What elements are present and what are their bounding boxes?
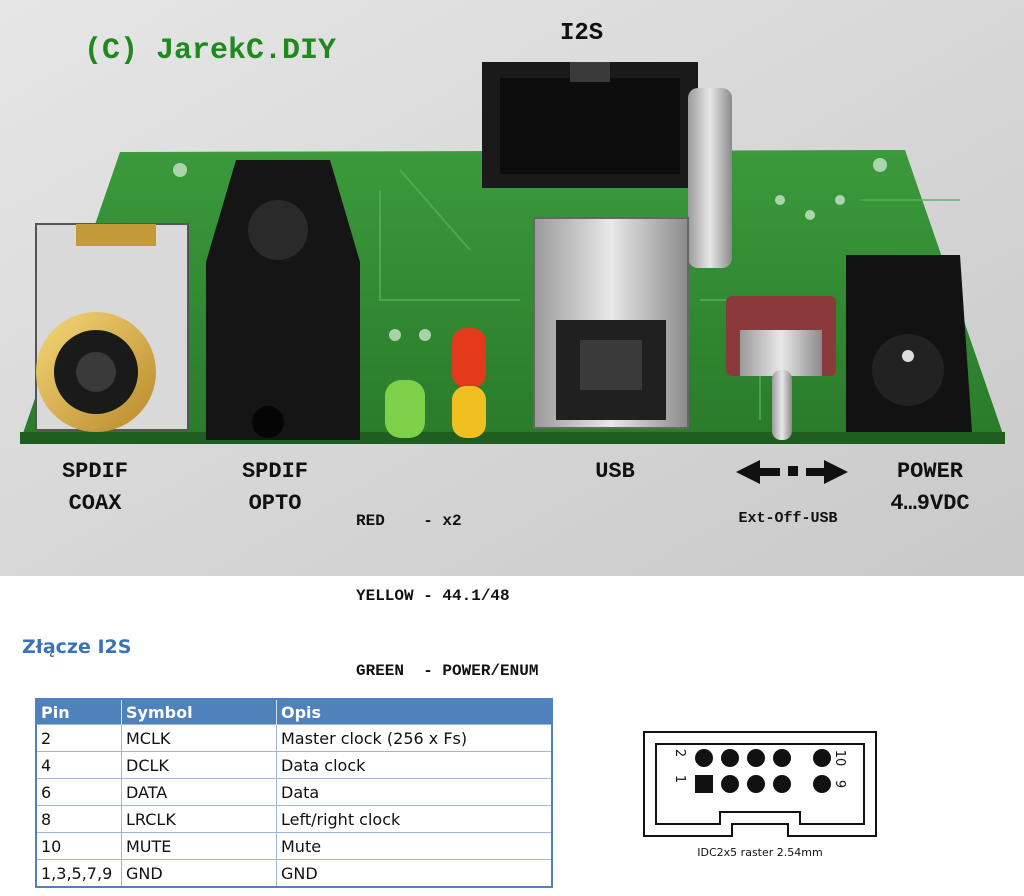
i2s-header — [482, 62, 698, 188]
spdif-opto-jack — [206, 160, 360, 440]
toggle-switch — [726, 296, 836, 440]
pin-cell: 1,3,5,7,9 — [36, 859, 122, 887]
section-title: Złącze I2S — [22, 636, 132, 658]
pin-cell: 2 — [36, 724, 122, 752]
pin-cell: 6 — [36, 778, 122, 806]
pin-10 — [813, 749, 831, 767]
table-row: 8 LRCLK Left/right clock — [36, 805, 553, 833]
power-label-line1: POWER — [896, 459, 963, 484]
table-row: 10 MUTE Mute — [36, 832, 553, 860]
symbol-cell: GND — [121, 859, 277, 887]
led-legend-red: RED - x2 — [356, 512, 462, 530]
spdif-coax-label: SPDIF COAX — [40, 456, 150, 520]
symbol-cell: MUTE — [121, 832, 277, 860]
symbol-cell: LRCLK — [121, 805, 277, 833]
pin-2 — [695, 749, 713, 767]
copyright-text: (C) JarekC.DIY — [84, 34, 337, 68]
description-cell: Mute — [276, 832, 553, 860]
pin-label-1: 1 — [672, 775, 687, 783]
pin-cell: 10 — [36, 832, 122, 860]
led-legend: RED - x2 YELLOW - 44.1/48 GREEN - POWER/… — [356, 459, 538, 709]
symbol-cell: DCLK — [121, 751, 277, 779]
description-cell: Data — [276, 778, 553, 806]
idc-connector-diagram: 2 10 1 9 — [643, 731, 877, 837]
power-jack — [846, 255, 972, 432]
pin-cell: 8 — [36, 805, 122, 833]
table-row: 4 DCLK Data clock — [36, 751, 553, 779]
symbol-cell: DATA — [121, 778, 277, 806]
description-cell: Master clock (256 x Fs) — [276, 724, 553, 752]
spdif-coax-jack — [35, 223, 189, 432]
usb-label: USB — [595, 459, 635, 484]
description-cell: Data clock — [276, 751, 553, 779]
leds — [385, 328, 486, 438]
led-legend-green: GREEN - POWER/ENUM — [356, 662, 539, 680]
pin-5 — [747, 775, 765, 793]
column-header-opis: Opis — [276, 699, 553, 725]
spdif-coax-label-line2: COAX — [68, 491, 122, 516]
spdif-opto-label-line2: OPTO — [248, 491, 302, 516]
i2s-header-label: I2S — [560, 20, 604, 47]
pin-label-9: 9 — [832, 780, 847, 788]
pin-label-10: 10 — [832, 750, 847, 767]
crystal — [688, 88, 732, 268]
pin-cell: 4 — [36, 751, 122, 779]
description-cell: GND — [276, 859, 553, 887]
pin-7 — [773, 775, 791, 793]
connector-caption: IDC2x5 raster 2.54mm — [697, 846, 823, 859]
idc-outline-inner — [655, 743, 865, 825]
symbol-cell: MCLK — [121, 724, 277, 752]
column-header-pin: Pin — [36, 699, 122, 725]
column-header-symbol: Symbol — [121, 699, 277, 725]
pcb-photo — [0, 0, 1024, 576]
table-row: 6 DATA Data — [36, 778, 553, 806]
description-cell: Left/right clock — [276, 805, 553, 833]
pin-6 — [747, 749, 765, 767]
power-label: POWER 4…9VDC — [870, 456, 990, 520]
power-label-line2: 4…9VDC — [890, 491, 970, 516]
pin-8 — [773, 749, 791, 767]
pin-1 — [695, 775, 713, 793]
spdif-coax-label-line1: SPDIF — [61, 459, 128, 484]
switch-caption: Ext-Off-USB — [738, 510, 838, 527]
switch-direction-arrow — [736, 460, 848, 484]
pin-3 — [721, 775, 739, 793]
spdif-opto-label: SPDIF OPTO — [220, 456, 330, 520]
led-legend-yellow: YELLOW - 44.1/48 — [356, 587, 510, 605]
table-row: 2 MCLK Master clock (256 x Fs) — [36, 724, 553, 752]
table-header-row: Pin Symbol Opis — [36, 699, 553, 725]
spdif-opto-label-line1: SPDIF — [241, 459, 308, 484]
pin-4 — [721, 749, 739, 767]
idc-outline-outer — [643, 731, 877, 837]
pin-label-2: 2 — [672, 749, 687, 757]
usb-b-connector — [533, 217, 689, 429]
table-row: 1,3,5,7,9 GND GND — [36, 859, 553, 887]
i2s-pin-table: Pin Symbol Opis 2 MCLK Master clock (256… — [35, 698, 553, 888]
pin-9 — [813, 775, 831, 793]
